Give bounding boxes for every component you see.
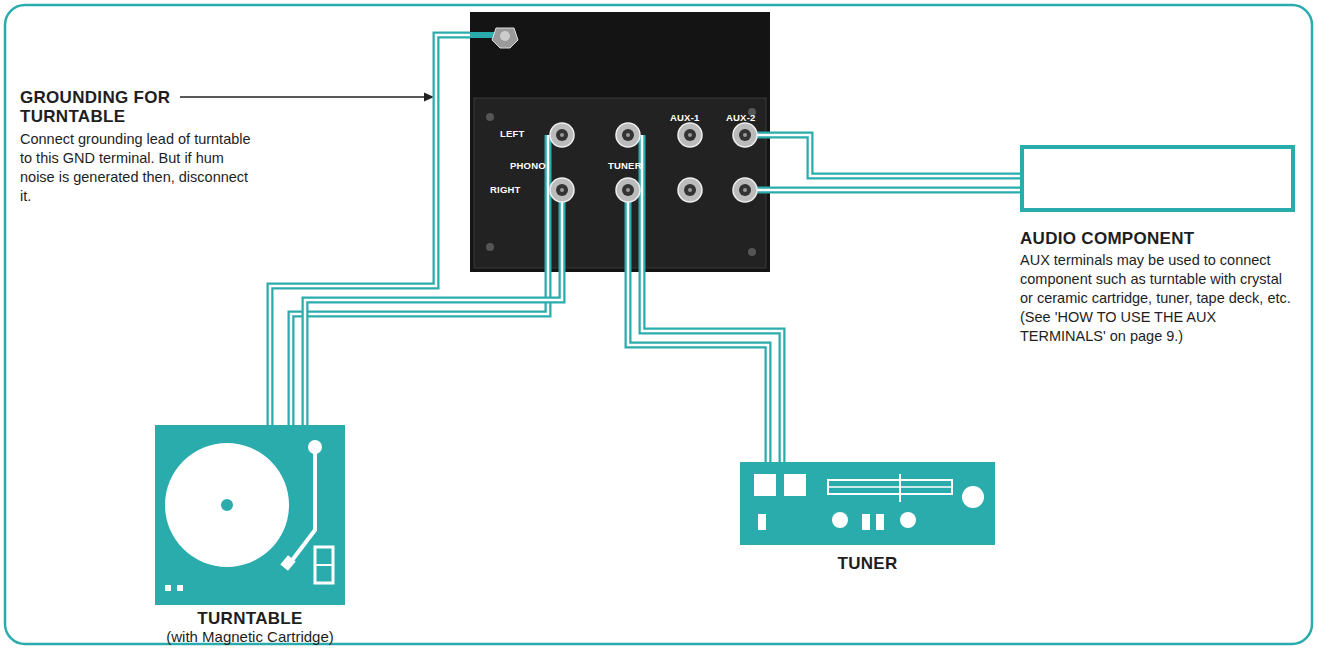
audio-component: AUDIO COMPONENT AUX terminals may be used…	[1020, 145, 1295, 355]
terminal-label: LEFT	[500, 128, 525, 139]
tuner-drawing	[740, 462, 995, 545]
rear-panel-drawing	[470, 12, 770, 272]
terminal-label: PHONO	[510, 160, 546, 171]
terminal-label: AUX-2	[726, 112, 756, 123]
signal-cable	[305, 272, 562, 425]
component-heading: AUDIO COMPONENT	[1020, 229, 1295, 248]
callout-note: Connect grounding lead of turntable to t…	[20, 130, 260, 206]
turntable-right-channel-wire	[291, 272, 548, 425]
callout-heading: GROUNDING FOR TURNTABLE	[20, 88, 185, 126]
terminal-label: RIGHT	[490, 184, 521, 195]
turntable-drawing	[155, 425, 345, 605]
component-note: AUX terminals may be used to connect com…	[1020, 251, 1295, 346]
terminal-label: TUNER	[608, 160, 642, 171]
signal-cable	[270, 35, 470, 425]
rear-panel: LEFT RIGHT PHONO TUNER AUX-1 AUX-2	[470, 12, 770, 272]
turntable: TURNTABLE(with Magnetic Cartridge)	[155, 425, 345, 643]
component-box	[1020, 145, 1295, 212]
signal-cable	[770, 135, 1020, 176]
signal-cable	[628, 272, 768, 462]
device-name: TUNER	[740, 554, 995, 573]
device-name: TURNTABLE	[155, 609, 345, 628]
tuner-right-channel-wire	[642, 272, 782, 462]
terminal-label: AUX-1	[670, 112, 700, 123]
leader-arrow	[180, 93, 434, 102]
device-note: (with Magnetic Cartridge)	[135, 627, 365, 646]
aux-right-channel-wire	[770, 190, 1020, 191]
tuner: TUNER	[740, 462, 995, 577]
